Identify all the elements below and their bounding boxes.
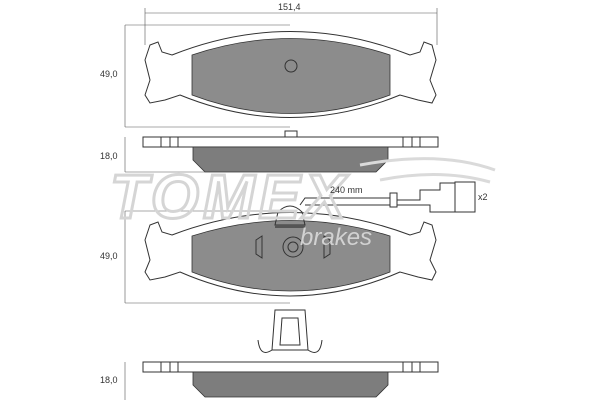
thickness-label-2: 18,0 (100, 375, 118, 385)
brake-pad-side-1 (124, 130, 439, 173)
width-label: 151,4 (278, 2, 301, 12)
sensor-quantity-label: x2 (478, 192, 488, 202)
brake-pad-front-2 (124, 205, 437, 304)
watermark-logo: TOMEX brakes (109, 157, 496, 251)
brake-pad-side-2 (124, 361, 439, 400)
watermark-sub: brakes (300, 224, 372, 251)
watermark-brand: TOMEX (110, 163, 349, 232)
thickness-label-1: 18,0 (100, 151, 118, 161)
height-label-1: 49,0 (100, 69, 118, 79)
brake-pad-front-1 (144, 31, 437, 118)
width-dimension (144, 8, 438, 45)
height-label-2: 49,0 (100, 251, 118, 261)
height-dimension-1 (124, 24, 290, 128)
wear-sensor (299, 181, 476, 213)
sensor-length-label: 240 mm (330, 185, 363, 195)
retaining-clip (257, 309, 323, 353)
